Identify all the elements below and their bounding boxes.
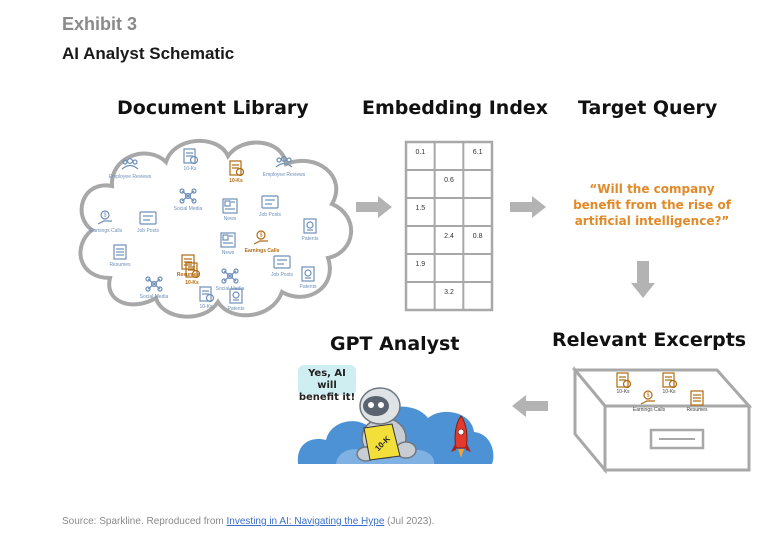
library-item-label: Job Posts [259, 212, 281, 218]
document-icon [662, 372, 678, 389]
embedding-index-heading: Embedding Index [362, 97, 549, 119]
library-item-label: Job Posts [271, 272, 293, 278]
resume-icon [113, 244, 127, 260]
embedding-cell-value: 2.4 [444, 233, 454, 240]
embedding-cell-value: 0.6 [444, 177, 454, 184]
gpt-analyst-heading: GPT Analyst [330, 333, 460, 355]
library-item-label: Resumes [109, 262, 131, 268]
source-prefix: Source: Sparkline. Reproduced from [62, 516, 227, 527]
document-icon [199, 286, 215, 303]
embedding-cell-value: 0.1 [415, 149, 425, 156]
source-suffix: (Jul 2023). [384, 516, 435, 527]
speech-bubble: Yes, AI will benefit it! [298, 365, 356, 403]
news-icon [220, 232, 236, 248]
library-item-label: Earnings Calls [245, 248, 280, 254]
source-link[interactable]: Investing in AI: Navigating the Hype [226, 516, 385, 527]
library-item-label: Employee Reviews [263, 172, 306, 178]
library-item-label: News [224, 216, 237, 222]
network-icon [221, 268, 239, 284]
people-icon [121, 158, 139, 170]
library-item-label: Social Media [174, 206, 203, 212]
excerpt-item-label: Resumes [686, 407, 708, 413]
relevant-excerpts-drawer: 10-Ks 10-Ks $ Earnings Calls Resumes [571, 365, 753, 475]
document-icon [616, 372, 632, 389]
job-post-icon [273, 255, 291, 269]
exhibit-label: Exhibit 3 [62, 14, 138, 34]
library-item-label: 10-Ks [229, 178, 243, 184]
arrow-right-icon [510, 196, 546, 218]
network-icon [179, 188, 197, 204]
library-item-label: Social Media [140, 294, 169, 300]
job-post-icon [139, 211, 157, 225]
resume-icon [181, 254, 195, 270]
library-item-label: Resumes [177, 272, 199, 278]
arrow-left-icon [512, 395, 548, 417]
svg-text:$: $ [647, 393, 650, 399]
earnings-call-icon: $ [97, 210, 112, 225]
embedding-index-grid: 0.1 6.1 0.6 1.5 2.4 0.8 1.9 3.2 [404, 140, 494, 312]
page-title: AI Analyst Schematic [62, 44, 235, 63]
arrow-right-icon [356, 196, 392, 218]
svg-text:$: $ [260, 233, 263, 239]
people-icon [275, 156, 293, 168]
report-book-icon [363, 423, 401, 461]
patent-icon [301, 266, 315, 282]
embedding-cell-value: 1.5 [415, 205, 425, 212]
network-icon [145, 276, 163, 292]
library-item-label: 10-Ks [199, 304, 213, 310]
library-item-label: Earnings Calls [90, 228, 123, 234]
library-item-label: Patents [228, 306, 245, 312]
news-icon [222, 198, 238, 214]
cloud-outline [78, 139, 353, 319]
gpt-analyst-illustration: 10-K [297, 387, 494, 464]
earnings-call-icon: $ [253, 230, 268, 245]
patent-icon [229, 288, 243, 304]
rocket-icon [451, 415, 471, 458]
embedding-cell-value: 0.8 [473, 233, 483, 240]
document-icon [183, 148, 199, 165]
svg-text:$: $ [104, 213, 107, 219]
relevant-excerpts-heading: Relevant Excerpts [552, 329, 747, 351]
document-icon [229, 160, 245, 177]
library-item-label: 10-Ks [185, 280, 199, 286]
job-post-icon [261, 195, 279, 209]
library-item-label: Job Posts [137, 228, 159, 234]
excerpt-items: 10-Ks 10-Ks $ Earnings Calls Resumes [616, 372, 708, 413]
library-item-label: Employee Reviews [109, 174, 152, 180]
embedding-cell-value: 6.1 [473, 149, 483, 156]
document-icon [185, 262, 201, 279]
library-item-label: Patents [300, 284, 317, 290]
target-query-heading: Target Query [578, 97, 718, 119]
library-item-label: 10-Ks [183, 166, 197, 172]
excerpt-item-label: Earnings Calls [633, 407, 666, 413]
source-note: Source: Sparkline. Reproduced from Inves… [62, 516, 434, 527]
document-library-heading: Document Library [117, 97, 309, 119]
excerpt-item-label: 10-Ks [662, 389, 676, 395]
patent-icon [303, 218, 317, 234]
excerpt-item-label: 10-Ks [616, 389, 630, 395]
arrow-down-icon [631, 261, 655, 298]
library-item-label: News [222, 250, 235, 256]
embedding-cell-value: 1.9 [415, 261, 425, 268]
resume-icon [690, 390, 704, 406]
target-query-text: “Will the company benefit from the rise … [573, 182, 731, 228]
embedding-cell-value: 3.2 [444, 289, 454, 296]
earnings-call-icon: $ [640, 390, 655, 405]
library-item-label: Patents [302, 236, 319, 242]
